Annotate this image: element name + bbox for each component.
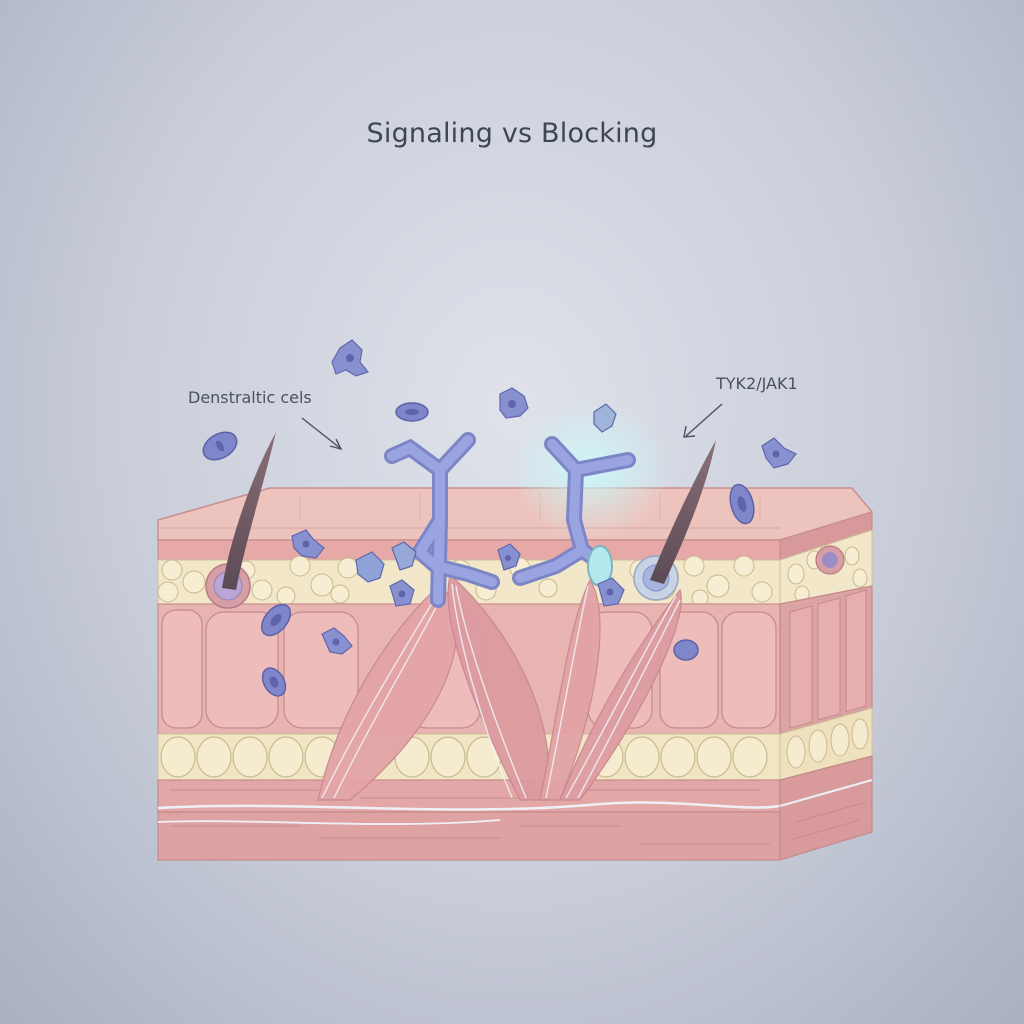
lower-fat-layer <box>157 707 873 781</box>
hair-follicle-right <box>633 440 716 601</box>
hair-follicle-left <box>205 432 276 609</box>
muscle-fiber-bundles <box>317 573 682 801</box>
receptor-left <box>384 432 500 608</box>
floating-oval-cells <box>202 402 755 697</box>
follicle-right-edge <box>815 545 845 575</box>
diagram-title: Signaling vs Blocking <box>366 118 658 149</box>
floating-oval-cell-nuclei <box>216 409 747 688</box>
tyk2-jak1-label: TYK2/JAK1 <box>716 374 798 393</box>
tyk2-jak1-arrow <box>683 403 723 438</box>
dendritic-cells-arrow <box>301 417 343 451</box>
muscle-base-layer <box>157 755 873 861</box>
dendritic-cell-nuclei <box>302 354 780 646</box>
dendritic-cells-label: Denstraltic cels <box>188 388 312 407</box>
receptor-right <box>512 436 636 587</box>
